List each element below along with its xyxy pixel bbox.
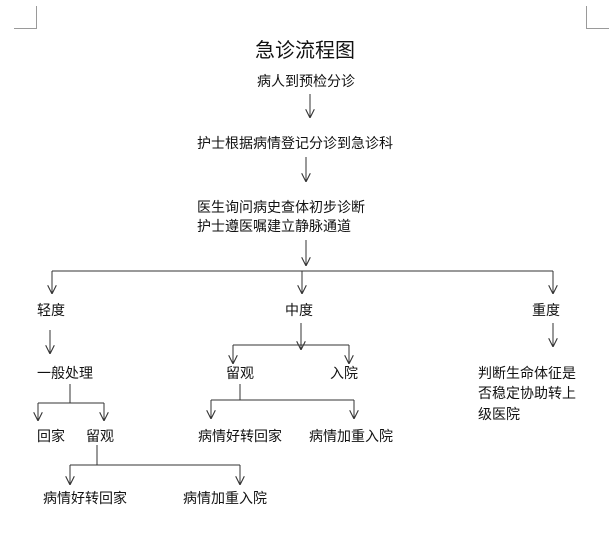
moderate-improve-home: 病情好转回家 bbox=[198, 429, 282, 445]
step-exam-line2: 护士遵医嘱建立静脉通道 bbox=[197, 219, 351, 235]
step-arrive: 病人到预检分诊 bbox=[257, 74, 355, 90]
severity-mild: 轻度 bbox=[37, 303, 65, 319]
mild-improve-home: 病情好转回家 bbox=[43, 491, 127, 507]
moderate-stay: 留观 bbox=[226, 366, 254, 382]
corner-mark-top-left bbox=[14, 6, 37, 29]
mild-worsen-admit: 病情加重入院 bbox=[183, 491, 267, 507]
mild-home: 回家 bbox=[37, 429, 65, 445]
moderate-admit: 入院 bbox=[330, 366, 358, 382]
severity-moderate: 中度 bbox=[285, 303, 313, 319]
moderate-worsen-admit: 病情加重入院 bbox=[309, 429, 393, 445]
diagram-title: 急诊流程图 bbox=[255, 38, 355, 62]
mild-stay: 留观 bbox=[86, 429, 114, 445]
severity-severe: 重度 bbox=[532, 303, 560, 319]
severe-line3: 级医院 bbox=[478, 407, 520, 423]
step-exam-line1: 医生询问病史查体初步诊断 bbox=[197, 200, 365, 216]
mild-general: 一般处理 bbox=[37, 366, 93, 382]
corner-mark-top-right bbox=[586, 6, 609, 29]
severe-line1: 判断生命体征是 bbox=[478, 366, 576, 382]
step-register: 护士根据病情登记分诊到急诊科 bbox=[197, 136, 393, 152]
severe-line2: 否稳定协助转上 bbox=[478, 386, 576, 402]
